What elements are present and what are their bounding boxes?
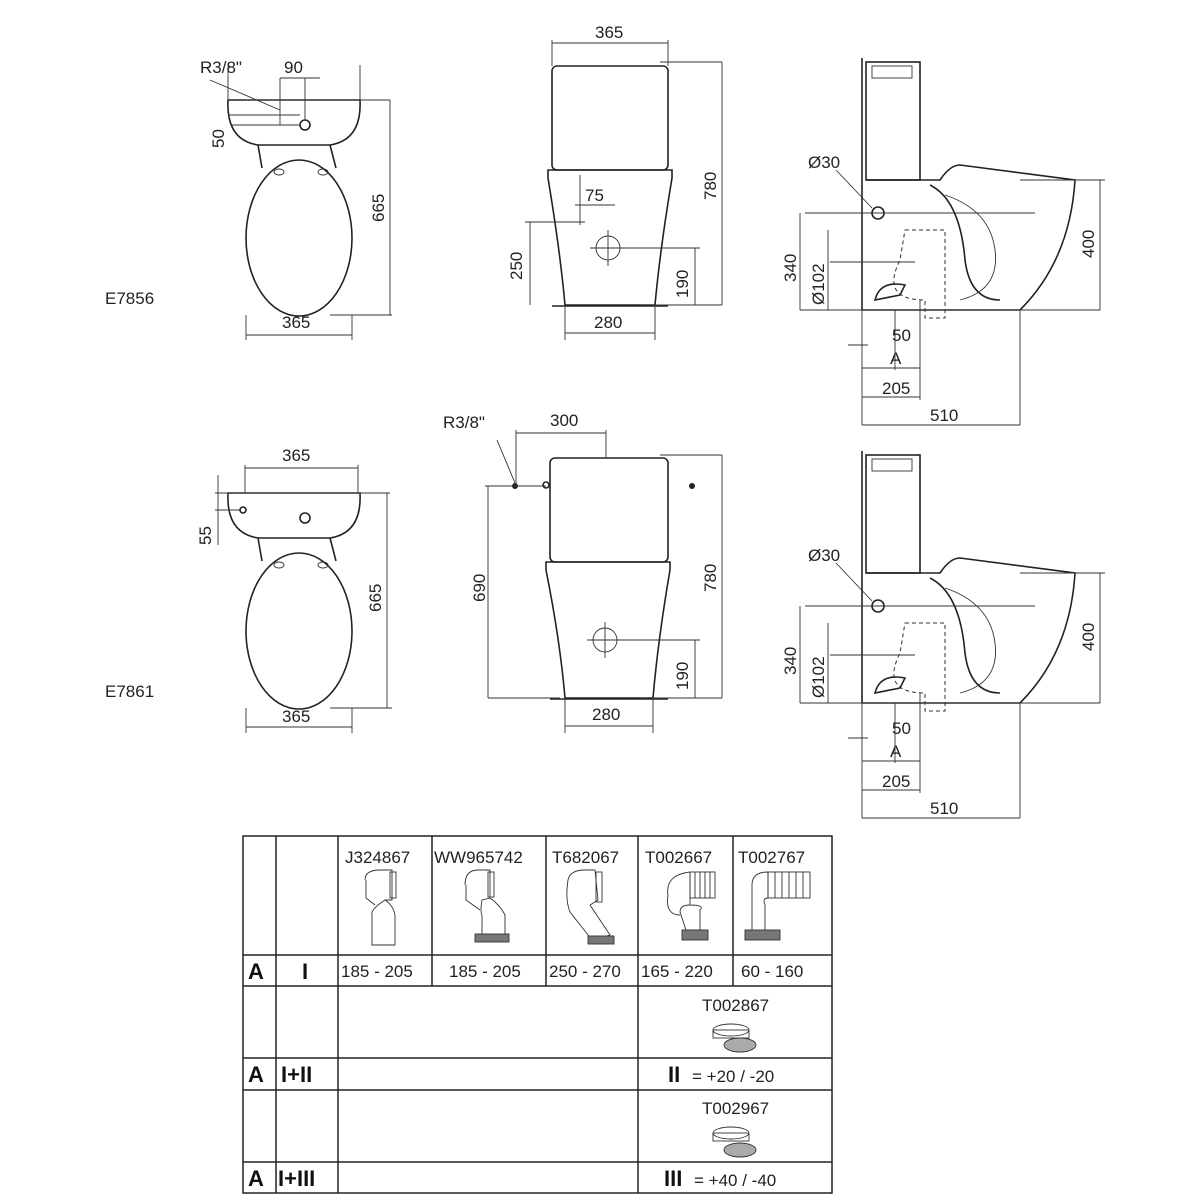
dim-50: 50 — [209, 129, 228, 148]
pipe-icon — [566, 869, 615, 945]
dim-50: 50 — [892, 326, 911, 345]
model-e7856: E7856 — [105, 289, 154, 308]
front-view-e7856: 365 780 75 250 190 280 — [507, 23, 723, 340]
dim-665: 665 — [366, 584, 385, 612]
dim-a: A — [890, 349, 902, 368]
dim-365-top: 365 — [282, 446, 310, 465]
dim-510: 510 — [930, 799, 958, 818]
row-set-label: I — [302, 959, 308, 984]
row-a-label: A — [248, 1166, 264, 1191]
dim-190: 190 — [673, 662, 692, 690]
pipe-icon — [744, 871, 811, 941]
dim-340: 340 — [781, 647, 800, 675]
thread-label: R3/8" — [443, 413, 485, 432]
row-set-label: I+II — [281, 1062, 312, 1087]
row-a-label: A — [248, 959, 264, 984]
dim-75: 75 — [585, 186, 604, 205]
dim-780: 780 — [701, 172, 720, 200]
dim-690: 690 — [470, 574, 489, 602]
dim-205: 205 — [882, 772, 910, 791]
dim-780: 780 — [701, 564, 720, 592]
tolerance-value: = +20 / -20 — [692, 1067, 774, 1086]
inlet-dia: Ø30 — [808, 153, 840, 172]
plan-view-e7856: R3/8" 90 50 665 365 E7856 — [105, 58, 392, 340]
header-j324867: J324867 — [345, 848, 410, 867]
dim-250: 250 — [507, 252, 526, 280]
dim-190: 190 — [673, 270, 692, 298]
range-value: 60 - 160 — [741, 962, 803, 981]
dim-400: 400 — [1079, 230, 1098, 258]
adapter-table: J324867 WW965742 T682067 T002667 T002767… — [242, 835, 833, 1194]
header-t002767: T002767 — [738, 848, 805, 867]
dim-365: 365 — [282, 313, 310, 332]
dim-a: A — [890, 742, 902, 761]
side-view-e7861: Ø30 340 Ø102 400 50 A 205 510 — [781, 450, 1106, 819]
plan-view-e7861: 365 55 665 365 E7861 — [105, 446, 392, 733]
part-t002867: T002867 — [702, 996, 769, 1015]
dim-340: 340 — [781, 254, 800, 282]
header-t002667: T002667 — [645, 848, 712, 867]
inlet-dia: Ø30 — [808, 546, 840, 565]
outlet-dia: Ø102 — [809, 656, 828, 698]
dim-205: 205 — [882, 379, 910, 398]
part-t002967: T002967 — [702, 1099, 769, 1118]
row-set-label: I+III — [278, 1166, 315, 1191]
tolerance-value: = +40 / -40 — [694, 1171, 776, 1190]
thread-label: R3/8" — [200, 58, 242, 77]
header-t682067: T682067 — [552, 848, 619, 867]
range-value: 165 - 220 — [641, 962, 713, 981]
dim-55: 55 — [196, 526, 215, 545]
dim-50: 50 — [892, 719, 911, 738]
adapter-ring-icon — [712, 1126, 757, 1158]
dim-665: 665 — [369, 194, 388, 222]
dim-400: 400 — [1079, 623, 1098, 651]
dim-280: 280 — [594, 313, 622, 332]
outlet-dia: Ø102 — [809, 263, 828, 305]
front-view-e7861: R3/8" 300 690 780 190 280 — [443, 411, 723, 733]
row-a-label: A — [248, 1062, 264, 1087]
dim-300: 300 — [550, 411, 578, 430]
pipe-icon — [364, 869, 397, 946]
pipe-icon — [667, 871, 716, 941]
pipe-icon — [464, 869, 510, 943]
symbol-iii: III — [664, 1166, 682, 1191]
dim-510: 510 — [930, 406, 958, 425]
model-e7861: E7861 — [105, 682, 154, 701]
adapter-ring-icon — [712, 1023, 757, 1053]
dim-90: 90 — [284, 58, 303, 77]
range-value: 185 - 205 — [341, 962, 413, 981]
range-value: 185 - 205 — [449, 962, 521, 981]
symbol-ii: II — [668, 1062, 680, 1087]
dim-280: 280 — [592, 705, 620, 724]
range-value: 250 - 270 — [549, 962, 621, 981]
dim-365: 365 — [282, 707, 310, 726]
side-view-e7856: Ø30 340 Ø102 400 50 A 205 510 — [781, 57, 1106, 426]
header-ww965742: WW965742 — [434, 848, 523, 867]
dim-365: 365 — [595, 23, 623, 42]
